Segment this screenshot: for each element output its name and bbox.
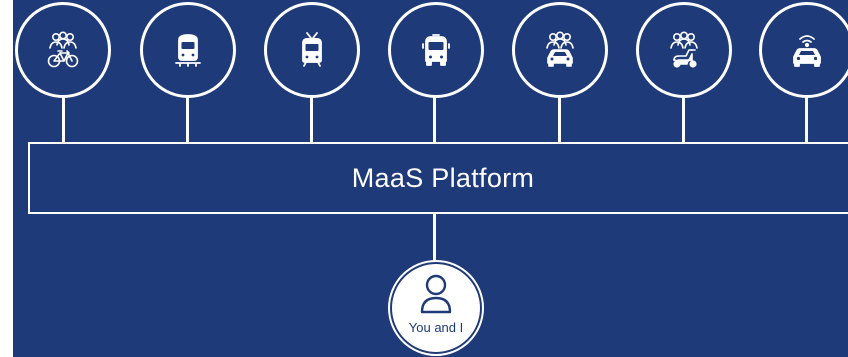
user-node: You and I xyxy=(390,262,482,354)
connector-line xyxy=(310,96,313,144)
user-label: You and I xyxy=(408,320,464,335)
platform-label: MaaS Platform xyxy=(351,162,535,193)
connector-line xyxy=(433,96,436,144)
maas-diagram: MaaS Platform You and I xyxy=(13,0,848,357)
bus-icon xyxy=(388,2,484,98)
connector-line xyxy=(186,96,189,144)
people-scooter-icon xyxy=(636,2,732,98)
maas-platform-box: MaaS Platform xyxy=(28,142,848,214)
connected-car-icon xyxy=(759,2,848,98)
tram-icon xyxy=(264,2,360,98)
connector-line xyxy=(433,213,436,265)
connector-line xyxy=(558,96,561,144)
person-icon xyxy=(420,274,452,314)
people-bicycle-icon xyxy=(15,2,111,98)
connector-line xyxy=(805,96,808,144)
train-icon xyxy=(140,2,236,98)
connector-line xyxy=(62,96,65,144)
connector-line xyxy=(682,96,685,144)
people-car-icon xyxy=(512,2,608,98)
